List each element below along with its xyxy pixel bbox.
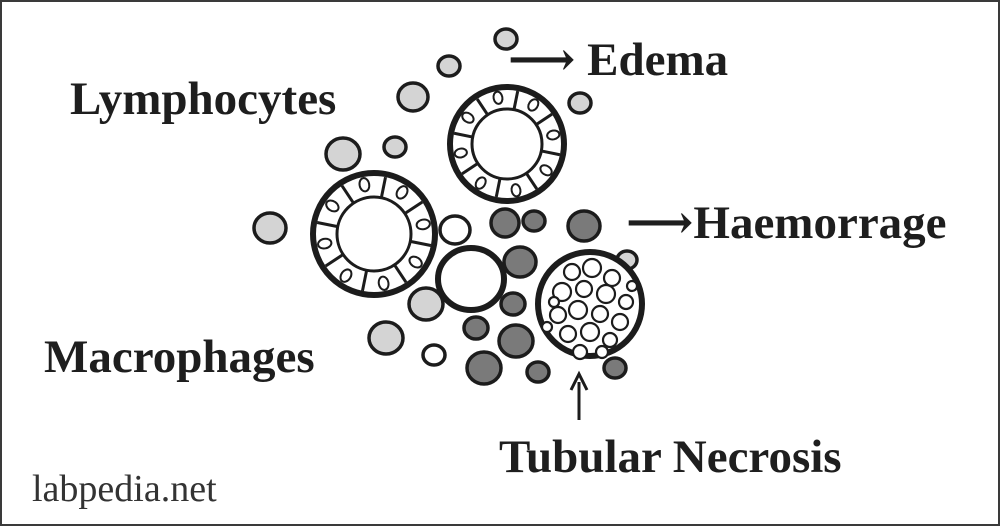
epithelial-cell [546, 129, 561, 141]
haemorrage-arrow-icon: ⟶ [626, 197, 694, 249]
red-cell [521, 209, 547, 233]
necrotic-cell [558, 324, 578, 344]
epithelial-cell-border [512, 90, 520, 110]
necrotic-cell [574, 279, 594, 299]
necrotic-cell [547, 295, 561, 309]
label-edema-text: Edema [587, 34, 729, 86]
epithelial-cell-border [324, 253, 344, 268]
red-cell [566, 209, 602, 243]
necrotic-cell [551, 281, 573, 303]
epithelial-cell [474, 176, 487, 190]
cells-layer [252, 27, 639, 386]
tubular-necrosis-arrow [569, 370, 589, 420]
tubule-top [447, 84, 567, 204]
tubule-lumen [335, 195, 413, 273]
site-watermark: labpedia.net [32, 468, 217, 510]
edema-arrow-icon: ⟶ [508, 34, 576, 86]
epithelial-cell [377, 275, 390, 291]
epithelial-cell [408, 255, 423, 269]
epithelial-cell [325, 199, 340, 213]
necrotic-cell [601, 331, 619, 349]
lymphocyte-cell [324, 136, 362, 172]
epithelial-cell [510, 183, 522, 198]
epithelial-cell [492, 90, 504, 105]
red-cell [465, 350, 503, 386]
macrophage-cell [438, 214, 472, 246]
epithelial-cell [395, 185, 409, 200]
epithelial-cell [317, 237, 333, 250]
lymphocyte-cell [436, 54, 462, 78]
tubule-wall [310, 170, 438, 298]
necrotic-cell [540, 320, 554, 334]
label-edema: ⟶ Edema [508, 37, 728, 84]
necrotic-cell [567, 299, 589, 321]
necrotic-cell [590, 304, 610, 324]
epithelial-cell-border [475, 98, 489, 116]
red-cell [602, 356, 628, 380]
tubule-lumen [470, 107, 544, 181]
red-cell [499, 291, 527, 317]
epithelial-cell-border [316, 221, 339, 229]
necrotic-cell [562, 262, 582, 282]
red-cell [497, 323, 535, 359]
tubules-layer [310, 84, 645, 361]
epithelial-cell-border [494, 178, 502, 198]
epithelial-cell-border [404, 200, 424, 215]
lymphocyte-cell [407, 286, 445, 322]
epithelial-cell-border [525, 172, 539, 190]
lymphocyte-cell [493, 27, 519, 51]
red-cell [502, 245, 538, 279]
label-macrophages: Macrophages [44, 331, 315, 383]
epithelial-cell-border [453, 131, 473, 139]
label-haemorrage-text: Haemorrage [693, 197, 947, 249]
necrotic-cell [548, 305, 568, 325]
label-tubular-necrosis: Tubular Necrosis [499, 431, 842, 483]
necrotic-cell [617, 293, 635, 311]
tubule-middle [435, 245, 507, 313]
necrotic-cell [579, 321, 601, 343]
label-haemorrage: ⟶Haemorrage [626, 200, 947, 247]
necrotic-cell [625, 279, 639, 293]
epithelial-cell-border [361, 269, 369, 292]
lymphocyte-cell [252, 211, 288, 245]
tubule-wall [447, 84, 567, 204]
red-cell [525, 360, 551, 384]
epithelial-cell-border [541, 149, 561, 157]
epithelial-cell [527, 98, 540, 112]
epithelial-cell-border [379, 176, 387, 199]
epithelial-cell [339, 268, 353, 283]
epithelial-cell [461, 111, 475, 124]
epithelial-cell-border [393, 264, 408, 284]
necrotic-cell [581, 257, 603, 279]
epithelial-cell [453, 147, 468, 159]
necrotic-tubule [535, 249, 645, 361]
red-cell [462, 315, 490, 341]
lymphocyte-cell [567, 91, 593, 115]
epithelial-cell-border [409, 239, 432, 247]
epithelial-cell [415, 218, 431, 231]
red-cell [489, 207, 521, 239]
lymphocyte-cell [367, 320, 405, 356]
epithelial-cell [539, 164, 553, 177]
necrotic-cell [610, 312, 630, 332]
necrotic-cell [594, 344, 610, 360]
epithelial-cell-border [461, 162, 479, 176]
macrophage-cell [421, 343, 447, 367]
epithelial-cell [358, 177, 371, 193]
label-lymphocytes: Lymphocytes [70, 73, 337, 125]
epithelial-cell-border [340, 184, 355, 204]
necrotic-cell [595, 283, 617, 305]
lymphocyte-cell [382, 135, 408, 159]
tubule-left [310, 170, 438, 298]
lymphocyte-cell [396, 81, 430, 113]
necrotic-cell [571, 343, 589, 361]
necrotic-cell [602, 268, 622, 288]
epithelial-cell-border [535, 112, 553, 126]
